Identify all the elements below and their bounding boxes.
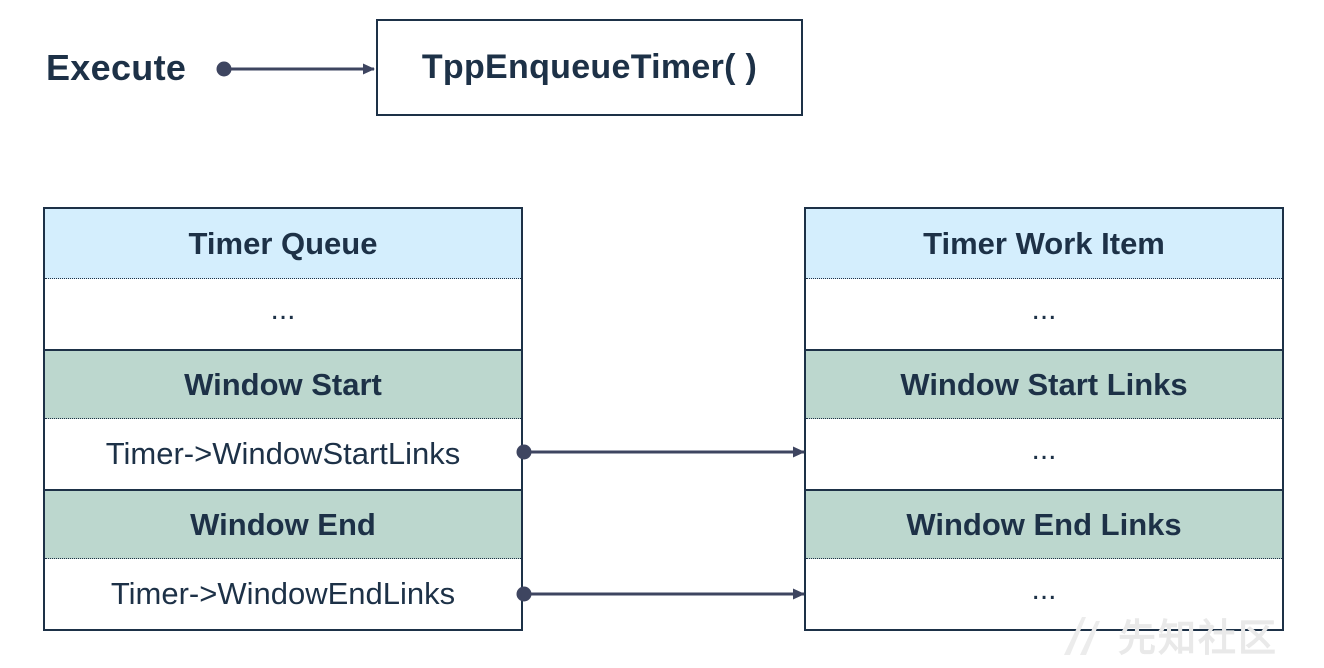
- window-end-links-arrow: [516, 586, 805, 602]
- window-start-links-label: Timer->WindowStartLinks: [105, 436, 461, 471]
- window-end-links-ellipsis-row: ...: [806, 559, 1282, 629]
- window-start-section: Window Start: [45, 349, 521, 419]
- timer-work-item-title: Timer Work Item: [923, 225, 1165, 261]
- window-end-links-label: Timer->WindowEndLinks: [110, 576, 456, 611]
- watermark-text: 先知社区: [1118, 615, 1279, 660]
- execute-row: Execute TppEnqueueTimer( ): [0, 0, 1324, 140]
- watermark: 先知社区: [1060, 606, 1310, 662]
- window-end-label: Window End: [190, 506, 376, 542]
- window-end-section: Window End: [45, 489, 521, 559]
- window-end-links-ellipsis: ...: [1031, 573, 1057, 606]
- timer-work-item-struct: Timer Work Item ... Window Start Links .…: [804, 207, 1284, 631]
- execute-label: Execute: [46, 47, 187, 88]
- window-end-links-field: Timer->WindowEndLinks: [45, 559, 521, 629]
- timer-queue-header: Timer Queue: [45, 209, 521, 279]
- timer-queue-title: Timer Queue: [188, 225, 378, 261]
- timer-queue-ellipsis: ...: [270, 293, 296, 326]
- window-start-links-section: Window Start Links: [806, 349, 1282, 419]
- tpp-enqueue-timer-label: TppEnqueueTimer( ): [421, 48, 758, 86]
- timer-work-item-ellipsis-row: ...: [806, 279, 1282, 349]
- window-start-links-field: Timer->WindowStartLinks: [45, 419, 521, 489]
- timer-queue-ellipsis-row: ...: [45, 279, 521, 349]
- window-start-links-arrow: [516, 444, 805, 460]
- window-start-links-section-label: Window Start Links: [900, 366, 1188, 402]
- tpp-enqueue-timer-box: TppEnqueueTimer( ): [376, 19, 803, 116]
- watermark-logo-icon: [1064, 617, 1100, 655]
- window-start-label: Window Start: [184, 366, 382, 402]
- window-start-links-ellipsis-row: ...: [806, 419, 1282, 489]
- window-end-links-section-label: Window End Links: [906, 506, 1182, 542]
- timer-work-item-ellipsis: ...: [1031, 293, 1057, 326]
- timer-queue-struct: Timer Queue ... Window Start Timer->Wind…: [43, 207, 523, 631]
- timer-work-item-header: Timer Work Item: [806, 209, 1282, 279]
- window-start-links-ellipsis: ...: [1031, 433, 1057, 466]
- window-end-links-section: Window End Links: [806, 489, 1282, 559]
